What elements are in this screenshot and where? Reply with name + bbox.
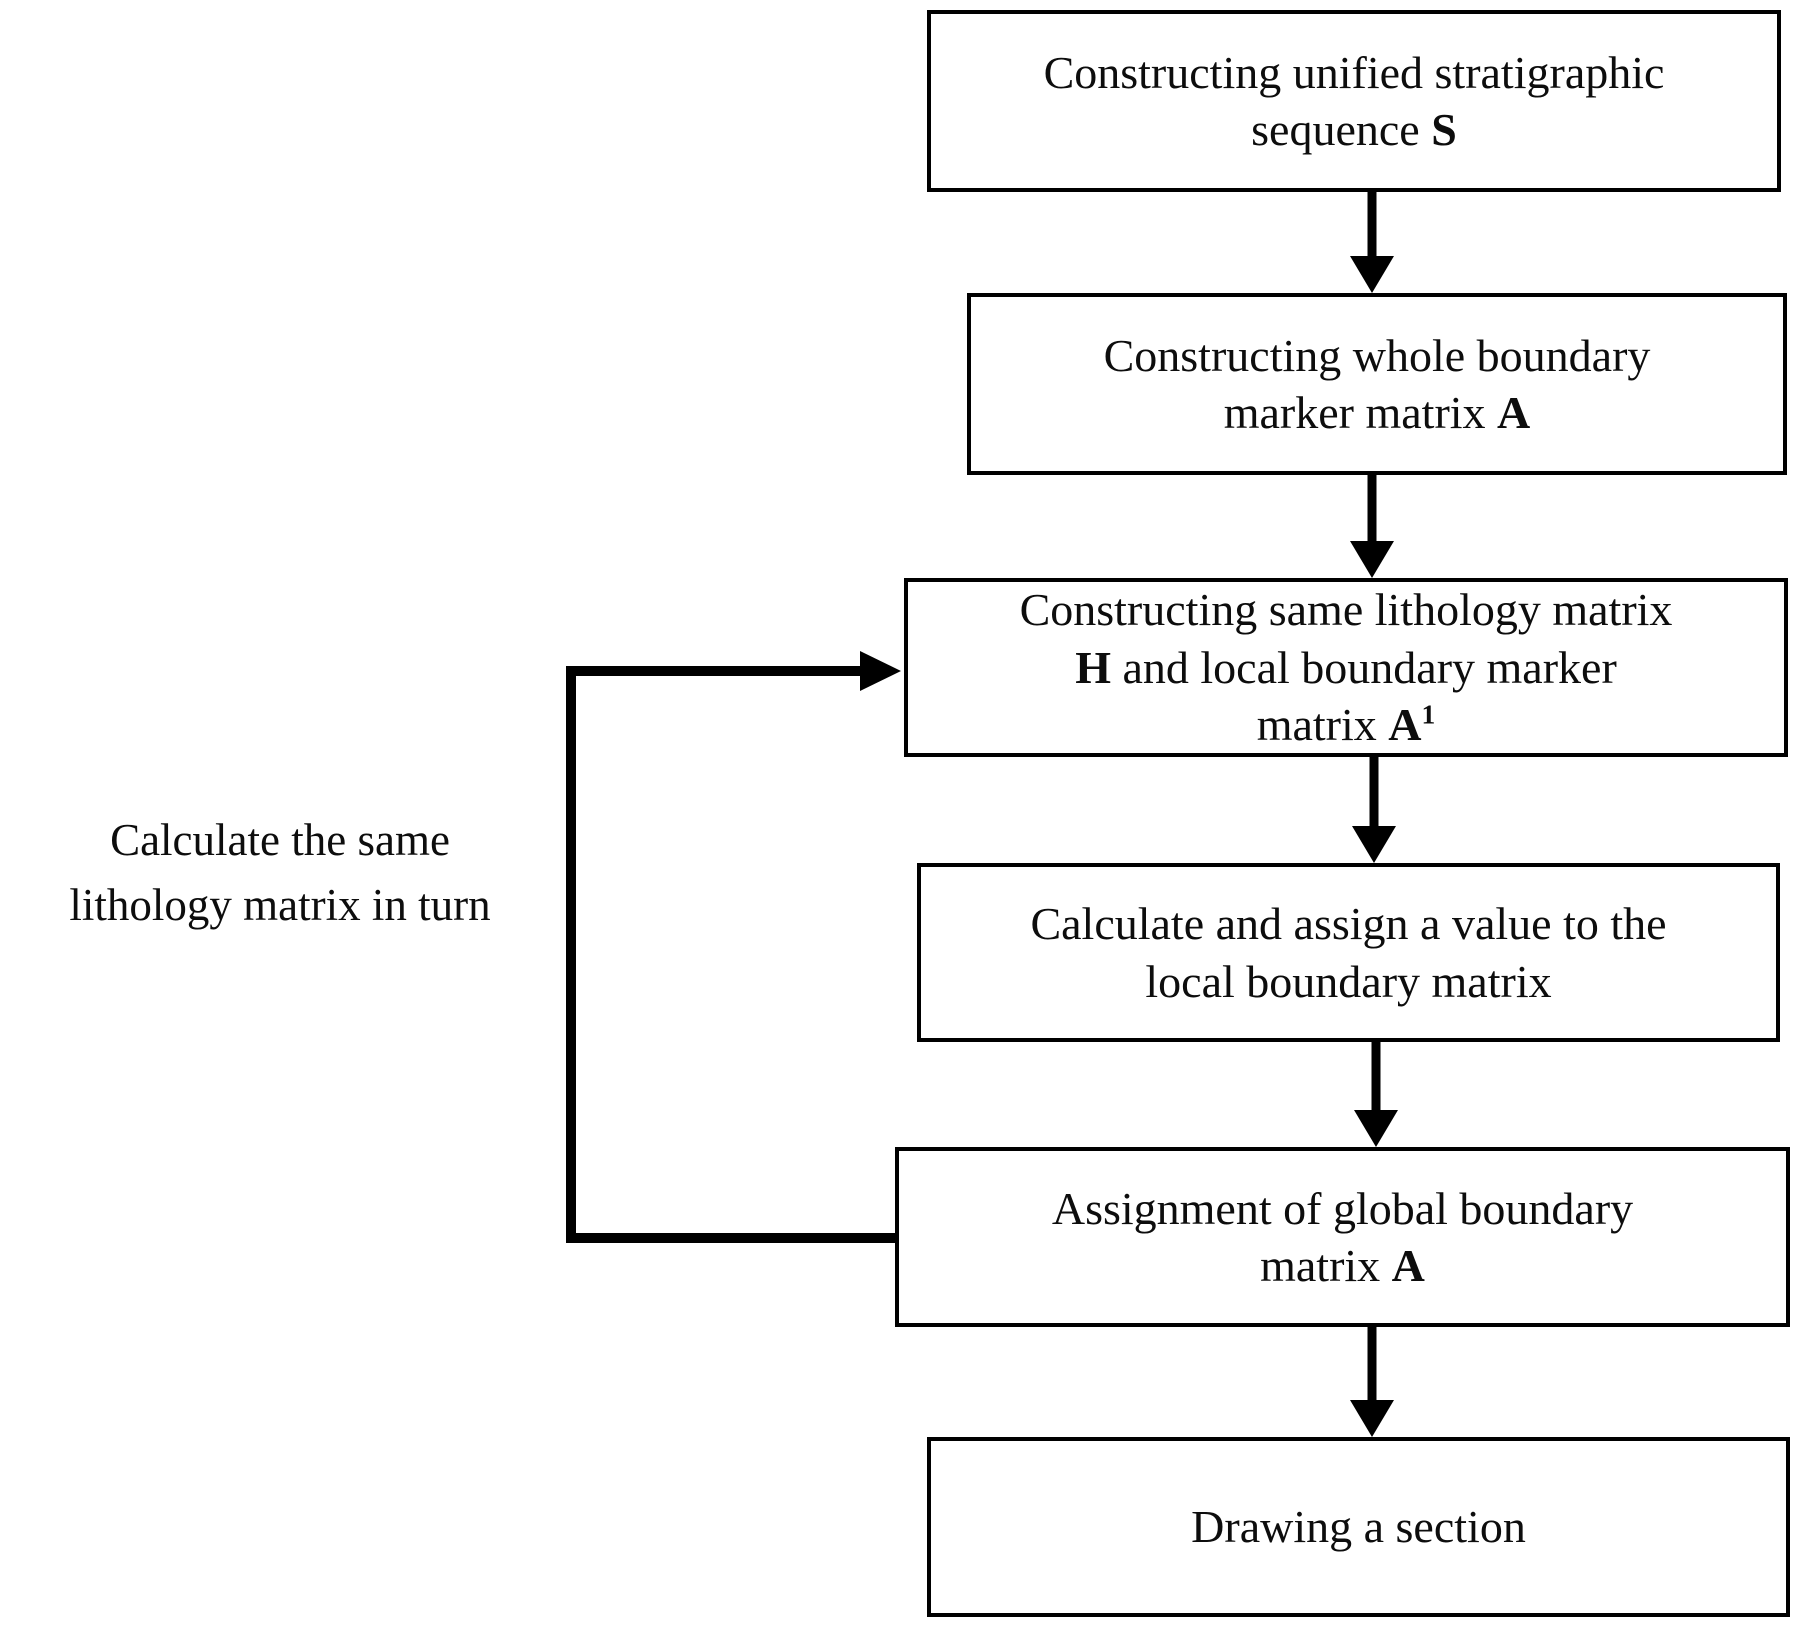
- text-line: Assignment of global boundary: [1051, 1182, 1634, 1234]
- text-line: lithology matrix in turn: [69, 880, 491, 931]
- text-line: Drawing a section: [1191, 1501, 1526, 1553]
- text-line: sequence S: [1251, 104, 1457, 155]
- flow-box-drawing-section: Drawing a section: [927, 1437, 1790, 1617]
- text-line: Calculate the same: [110, 815, 450, 865]
- flow-arrow-4: [1354, 1042, 1398, 1147]
- text-line: marker matrix A: [1223, 387, 1531, 438]
- flow-box-calculate-assign-local-boundary: Calculate and assign a value to the local…: [917, 863, 1780, 1042]
- text-line: Constructing same lithology matrix: [1019, 584, 1673, 636]
- text-line: matrix A: [1260, 1240, 1425, 1291]
- side-label-calculate-lithology: Calculate the same lithology matrix in tu…: [15, 808, 545, 939]
- feedback-loop-arrow: [566, 651, 901, 1243]
- text-line: Calculate and assign a value to the: [1030, 898, 1667, 949]
- text-line: matrix A1: [1256, 698, 1436, 751]
- flow-arrow-5: [1350, 1327, 1394, 1437]
- text-line: local boundary matrix: [1145, 955, 1552, 1007]
- text-line: Constructing unified stratigraphic: [1043, 46, 1665, 98]
- flow-box-whole-boundary-marker-matrix: Constructing whole boundary marker matrix…: [967, 293, 1787, 475]
- flow-arrow-1: [1350, 192, 1394, 293]
- flow-arrow-3: [1352, 757, 1396, 863]
- text-line: H and local boundary marker: [1075, 641, 1617, 693]
- flow-arrow-2: [1350, 475, 1394, 578]
- flow-box-assign-global-boundary: Assignment of global boundary matrix A: [895, 1147, 1790, 1327]
- flow-box-unified-stratigraphic-sequence: Constructing unified stratigraphic sequen…: [927, 10, 1781, 192]
- text-line: Constructing whole boundary: [1103, 329, 1651, 381]
